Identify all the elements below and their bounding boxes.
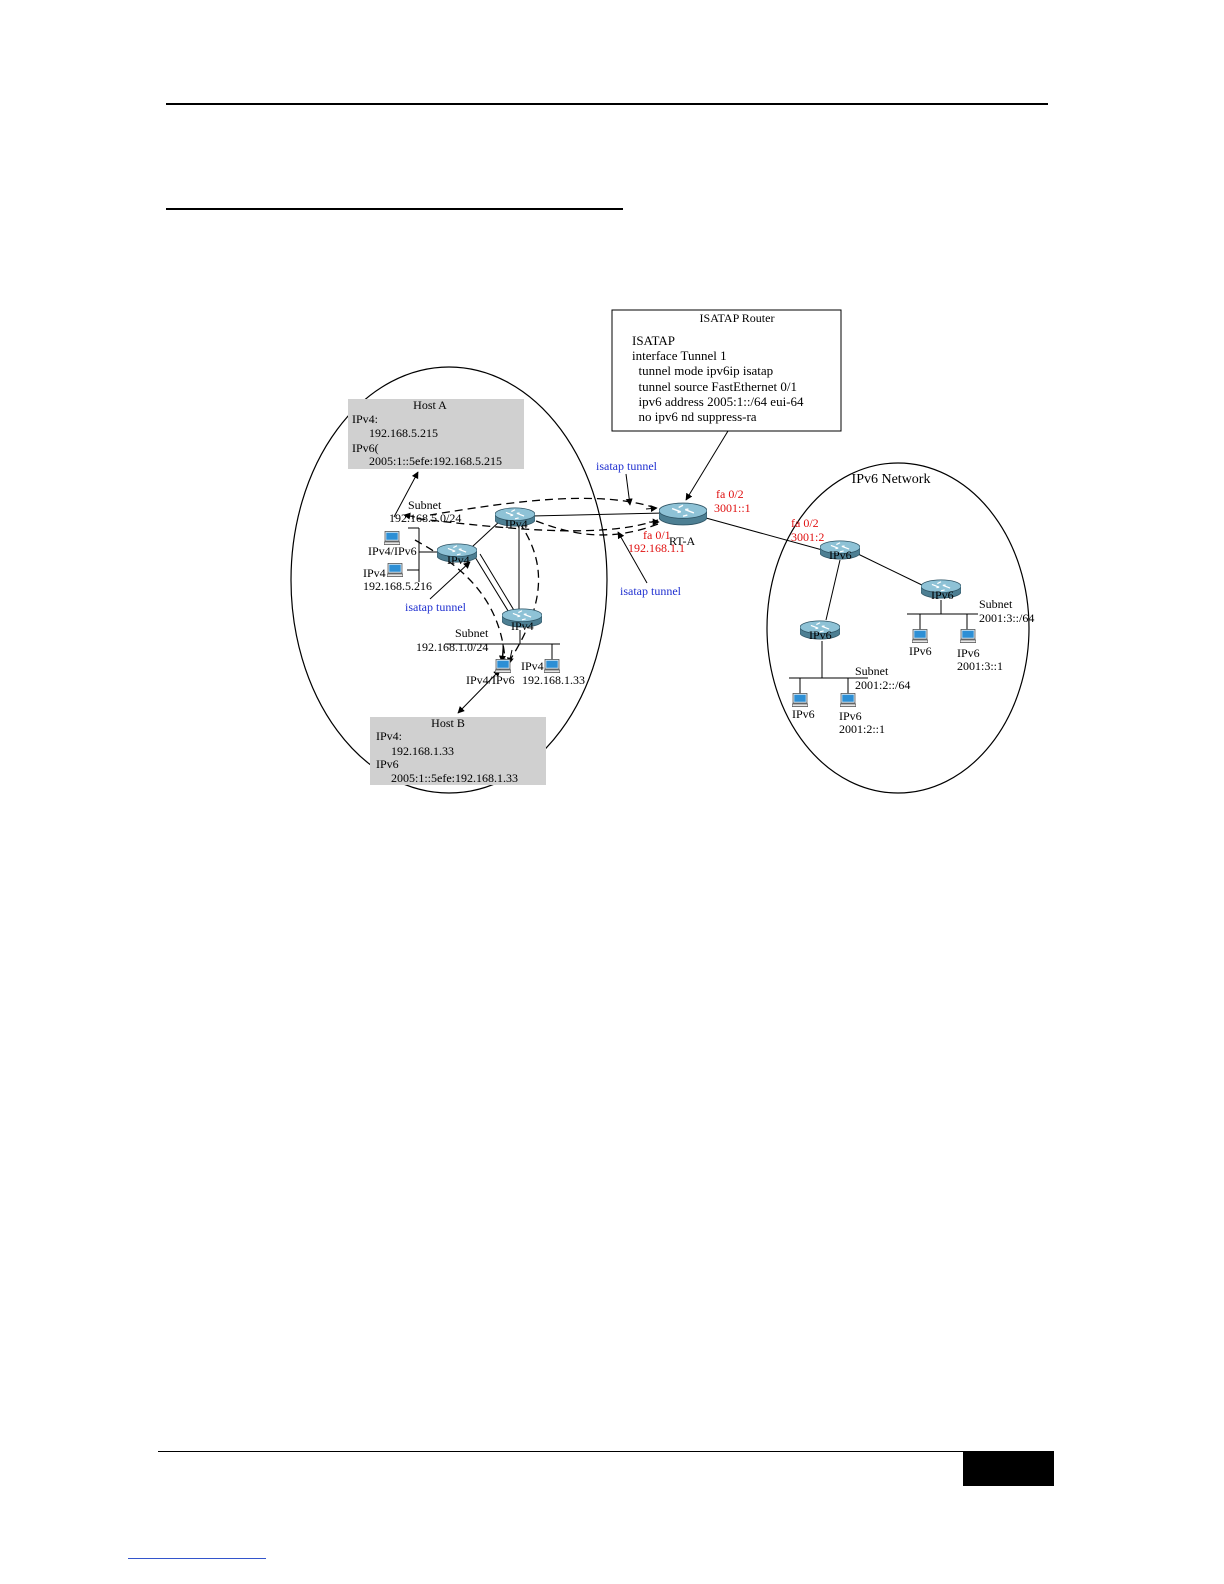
rt-a-fa02: fa 0/2 [716,487,744,501]
ipv6-router-right-label: IPv6 [931,588,954,602]
ipv6-network-ellipse [766,462,1030,794]
rt-a-fa01: fa 0/1 [643,528,671,542]
subnet1-label: Subnet [455,626,489,640]
config-line: tunnel source FastEthernet 0/1 [632,379,797,394]
host-a-pc-label: IPv4/IPv6 [368,544,417,558]
config-line: interface Tunnel 1 [632,348,727,363]
ipv4-links [407,512,666,660]
pc-r2-ip: 2001:3::1 [957,659,1003,673]
ipv4-pc-133-icon [544,659,560,673]
pc133-label: IPv4 [521,659,544,673]
host-b-line: IPv4: [376,729,402,743]
header-rule [166,103,1048,105]
host-a-line: IPv6( [352,441,379,455]
ipv6-pc-r1-icon [912,629,928,643]
ipv6-fa02-ip: 3001:2 [791,530,824,544]
ipv6-network-title: IPv6 Network [852,472,931,487]
subnet5-value: 192.168.5.0/24 [389,511,461,525]
subnet2-value: 2001:2::/64 [855,678,910,692]
ipv4-network-ellipse [290,366,608,794]
host-a-title: Host A [413,398,447,412]
footer-rule [158,1451,1054,1452]
footer-link-underline[interactable] [128,1558,266,1559]
router-bottom-label: IPv4 [511,619,534,633]
config-line: tunnel mode ipv6ip isatap [632,363,773,378]
pc216-label: IPv4 [363,566,386,580]
host-b-line: 2005:1::5efe:192.168.1.33 [391,771,518,785]
ipv6-pc-b2-icon [840,693,856,707]
ipv6-pc-b1-icon [792,693,808,707]
subnet5-label: Subnet [408,498,442,512]
pc-b1-label: IPv6 [792,707,815,721]
rt-a-label: RT-A [669,534,696,548]
subnet2-label: Subnet [855,664,889,678]
subnet1-value: 192.168.1.0/24 [416,640,488,654]
host-b-pc-label: IPv4/IPv6 [466,673,515,687]
pc-b2-ip: 2001:2::1 [839,722,885,736]
host-b-title: Host B [431,716,465,730]
host-a-pc-icon [384,531,400,545]
isatap-tunnel-paths [411,497,659,661]
isatap-tunnel-label-top: isatap tunnel [596,459,658,473]
page-number-box [963,1451,1054,1486]
pc-r2-label: IPv6 [957,646,980,660]
pointer-arrows [393,430,729,714]
host-b-box [370,717,546,785]
config-line: ISATAP [632,333,675,348]
isatap-tunnel-label-inner: isatap tunnel [405,600,467,614]
ipv6-pc-r2-icon [960,629,976,643]
rt-a-fa02-ip: 3001::1 [714,501,751,515]
host-b-pc-icon [495,659,511,673]
config-box-title: ISATAP Router [700,311,775,325]
isatap-tunnel-label-bottom: isatap tunnel [620,584,682,598]
ipv6-router-top-label: IPv6 [829,548,852,562]
config-line: no ipv6 nd suppress-ra [632,409,757,424]
host-b-line: IPv6 [376,757,399,771]
host-a-line: 192.168.5.215 [369,426,438,440]
isatap-router-config-box [611,309,842,432]
ipv6-router-left-label: IPv6 [809,628,832,642]
pc-b2-label: IPv6 [839,709,862,723]
rt-a-fa01-ip: 192.168.1.1 [628,541,685,555]
section-heading-underline [166,208,623,210]
rt-a-router-icon [659,502,707,526]
ipv6-fa02: fa 0/2 [791,516,819,530]
pc-r1-label: IPv6 [909,644,932,658]
subnet3-value: 2001:3::/64 [979,611,1034,625]
config-line: ipv6 address 2005:1::/64 eui-64 [632,394,804,409]
host-a-line: IPv4: [352,412,378,426]
router-top-label: IPv4 [505,517,528,531]
pc133-ip: 192.168.1.33 [522,673,585,687]
host-a-line: 2005:1::5efe:192.168.5.215 [369,454,502,468]
host-b-line: 192.168.1.33 [391,744,454,758]
router-left-label: IPv4 [447,553,470,567]
ipv6-links [705,517,978,694]
ipv4-pc-216-icon [387,563,403,577]
host-a-box [348,399,524,469]
pc216-ip: 192.168.5.216 [363,579,432,593]
subnet3-label: Subnet [979,597,1013,611]
